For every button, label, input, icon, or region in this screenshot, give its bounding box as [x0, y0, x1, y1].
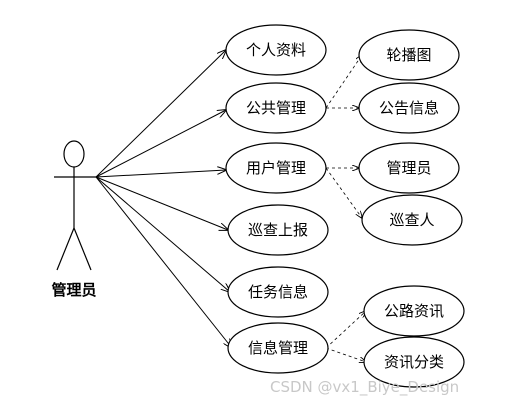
- use-case-patrol-report: 巡查上报: [227, 204, 329, 256]
- use-case-inspector: 巡查人: [361, 194, 463, 246]
- actor-right-leg: [73, 227, 92, 271]
- use-case-carousel: 轮播图: [358, 29, 460, 81]
- assoc-public-mgmt: [95, 110, 226, 178]
- use-case-label: 用户管理: [246, 159, 306, 177]
- assoc-patrol-report: [95, 176, 228, 230]
- use-case-news-category: 资讯分类: [363, 336, 465, 388]
- use-case-label: 信息管理: [248, 339, 308, 357]
- use-case-admin: 管理员: [358, 142, 460, 194]
- dep-info-road-news: [325, 311, 366, 349]
- watermark: CSDN @vx1_Biye_Design: [270, 378, 459, 397]
- assoc-personal-info: [95, 50, 226, 178]
- use-case-announcement: 公告信息: [358, 82, 460, 134]
- use-case-label: 公共管理: [246, 99, 306, 117]
- dependencies: [325, 55, 366, 362]
- assoc-info-mgmt: [95, 176, 232, 348]
- assoc-user-mgmt: [95, 170, 226, 178]
- actor-left-leg: [56, 227, 75, 271]
- use-case-label: 管理员: [386, 159, 431, 177]
- dep-public-carousel: [325, 55, 362, 109]
- use-case-label: 公路资讯: [384, 302, 444, 320]
- associations: [95, 50, 232, 348]
- dep-user-inspector: [325, 167, 362, 218]
- use-case-label: 任务信息: [248, 283, 308, 301]
- use-case-label: 个人资料: [246, 41, 306, 59]
- use-case-personal-info: 个人资料: [225, 24, 327, 76]
- use-case-task-info: 任务信息: [227, 266, 329, 318]
- use-case-user-mgmt: 用户管理: [225, 142, 327, 194]
- use-case-road-news: 公路资讯: [363, 285, 465, 337]
- use-case-info-mgmt: 信息管理: [227, 322, 329, 374]
- actor-head: [63, 140, 85, 168]
- use-case-label: 公告信息: [379, 99, 439, 117]
- use-case-label: 资讯分类: [384, 353, 444, 371]
- actor: 管理员: [51, 140, 97, 299]
- use-case-label: 巡查人: [389, 211, 434, 229]
- assoc-task-info: [95, 176, 230, 292]
- use-case-label: 轮播图: [386, 46, 431, 64]
- actor-label: 管理员: [51, 281, 96, 299]
- use-case-label: 巡查上报: [248, 221, 308, 239]
- dep-info-category: [325, 347, 366, 362]
- use-case-public-mgmt: 公共管理: [225, 82, 327, 134]
